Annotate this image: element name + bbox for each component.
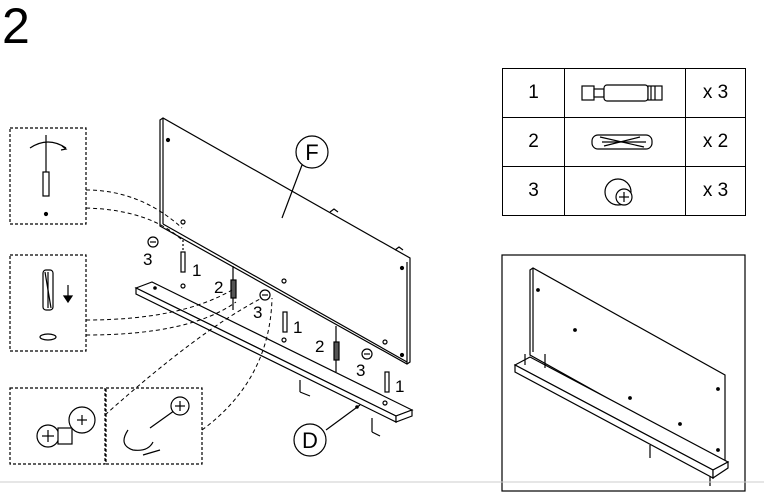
panel-d: [134, 281, 414, 437]
cam-lock-c: [361, 348, 373, 360]
parts-row: 2 x 2: [502, 117, 746, 167]
part-picture: [564, 117, 686, 167]
detail-box-screw-in: [9, 127, 87, 225]
part-number: 1: [502, 68, 565, 118]
callout-1-b: 1: [293, 318, 302, 337]
part-number: 2: [502, 117, 565, 167]
callout-1-a: 1: [192, 261, 201, 280]
label-f-circle: [295, 135, 329, 169]
part-quantity: x 3: [685, 166, 746, 216]
cam-dowel-b: [282, 311, 288, 333]
callout-3-c: 3: [356, 361, 365, 380]
step-number: 2: [2, 0, 30, 54]
callout-1-c: 1: [395, 377, 404, 396]
detail-box-cam-lock: [9, 387, 106, 465]
cam-lock-b: [259, 289, 271, 301]
panel-f: [159, 117, 411, 365]
callout-2-a: 2: [214, 278, 223, 297]
wood-dowel-b: [333, 326, 340, 372]
parts-table: 1 x 3 2 x 2 3 x 3: [502, 68, 746, 216]
callout-2-b: 2: [315, 337, 324, 356]
part-picture: [564, 166, 686, 216]
detail-box-dowel: [9, 254, 87, 352]
parts-row: 1 x 3: [502, 68, 746, 118]
cam-lock-a: [147, 236, 159, 248]
callout-3-b: 3: [253, 303, 262, 322]
cam-dowel-a: [180, 240, 186, 273]
cam-dowel-c: [384, 371, 390, 393]
label-d-circle: [293, 423, 327, 457]
part-quantity: x 3: [685, 68, 746, 118]
detail-connectors: [85, 189, 273, 431]
detail-box-screwdriver: [105, 387, 203, 465]
callout-3-a: 3: [143, 250, 152, 269]
part-picture: [564, 68, 686, 118]
wood-dowel-a: [230, 266, 237, 310]
label-d: D: [302, 428, 318, 453]
completed-view: [501, 254, 746, 492]
label-f: F: [305, 140, 318, 165]
part-quantity: x 2: [685, 117, 746, 167]
parts-row: 3 x 3: [502, 166, 746, 216]
part-number: 3: [502, 166, 565, 216]
